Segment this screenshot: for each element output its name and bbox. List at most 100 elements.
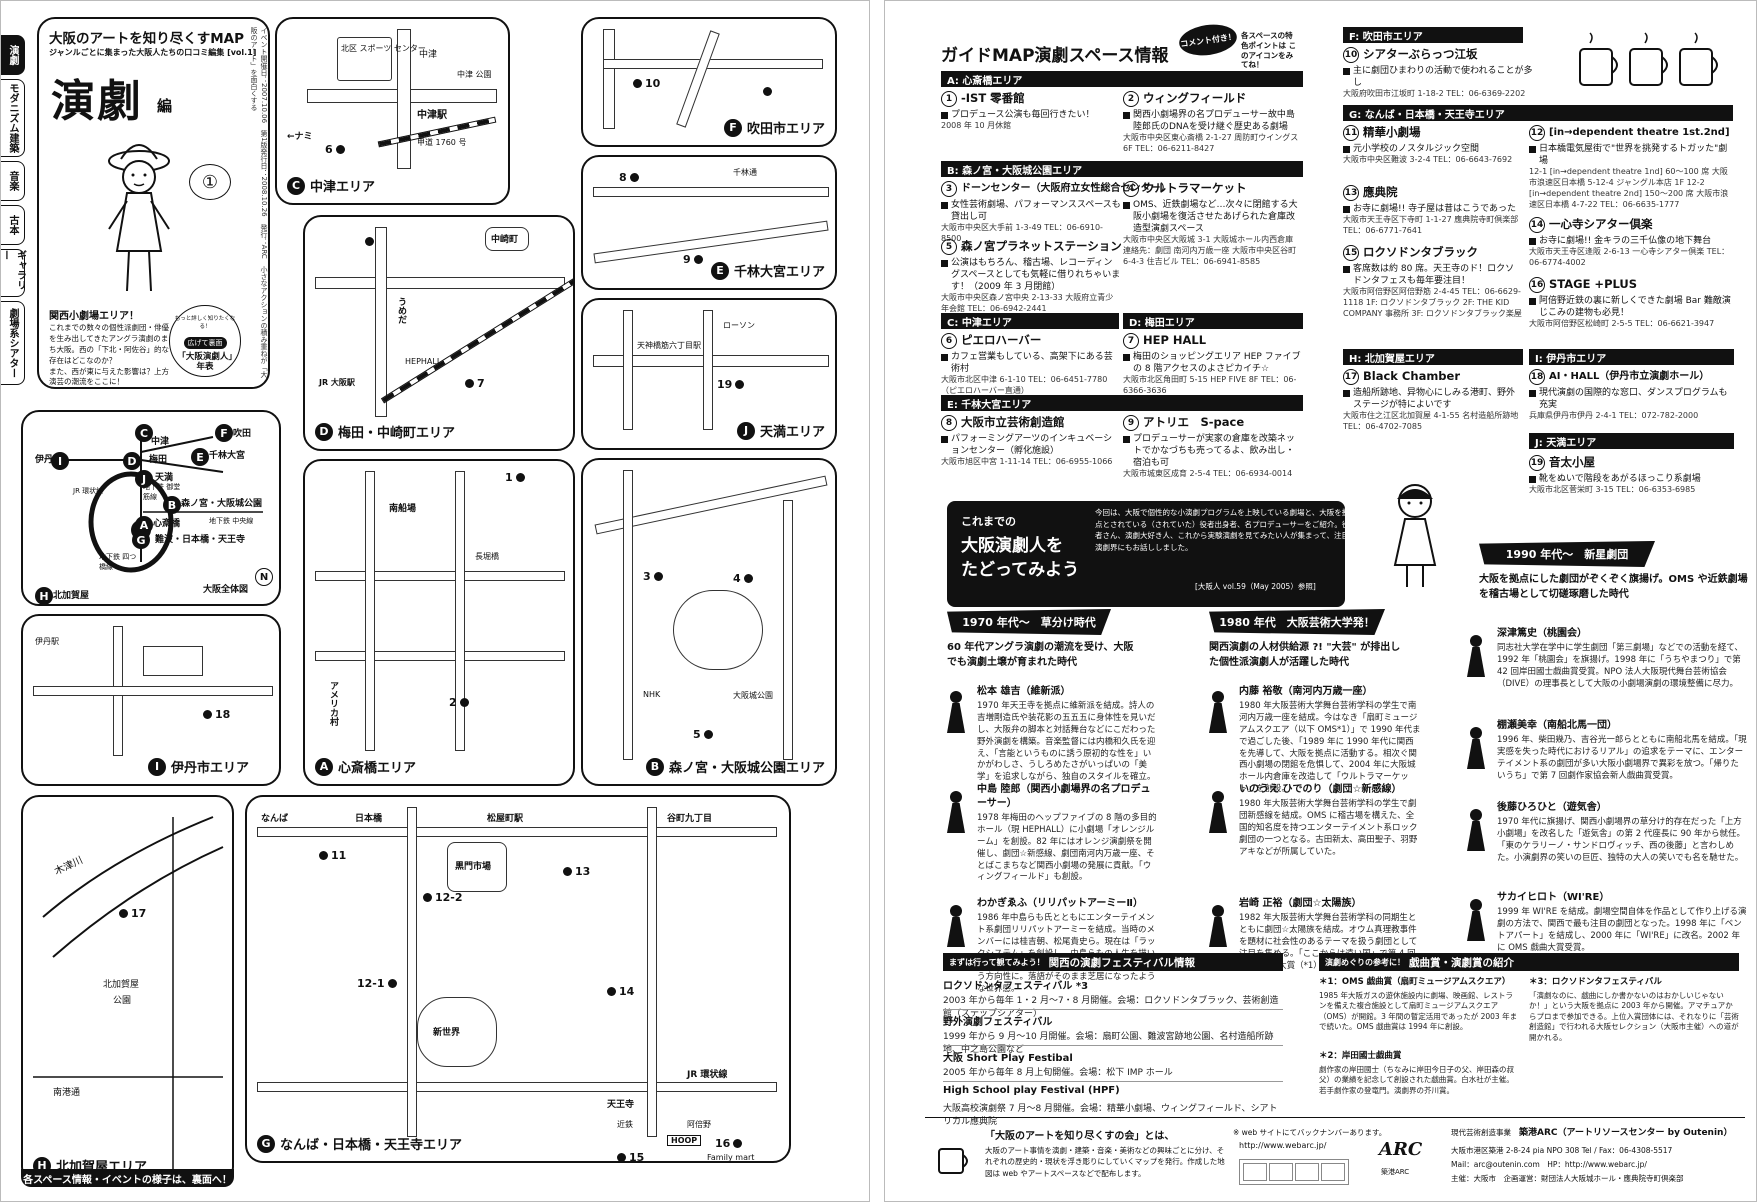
big-title: 演劇 [51, 76, 143, 127]
station-label: 地下鉄 中央線 [209, 517, 254, 525]
area-letter-h[interactable]: H [35, 587, 53, 604]
backnumber-thumbnails[interactable] [1239, 1159, 1349, 1185]
thumbnail[interactable] [1295, 1163, 1319, 1181]
map-note: 千林通 [733, 168, 757, 177]
comment-note: 各スペースの特色ポイントは このアイコンをみてね！ [1241, 31, 1297, 70]
mug-illustration [1579, 32, 1718, 86]
road [315, 277, 565, 289]
area-bar-f: F: 吹田市エリア [1343, 27, 1523, 43]
venue-marker: 15 [617, 1151, 644, 1161]
venue-marker: 18 [203, 708, 230, 721]
org-title: 「大阪のアートを知り尽くすの会」とは、 [985, 1131, 1175, 1142]
area-letter-j[interactable]: J [135, 470, 153, 488]
flip-note: 各スペース情報・イベントの様子は、裏面へ！ [21, 1169, 234, 1187]
title-box: 大阪のアートを知り尽くすMAP ジャンルごとに集まった大阪人たちの口コミ編集 [… [37, 17, 270, 389]
station-label: 伊丹市 [35, 455, 63, 465]
map-note: 北加賀屋 [103, 980, 140, 990]
road [593, 187, 829, 197]
area-bar-h: H: 北加賀屋エリア [1343, 349, 1523, 365]
thumbnail[interactable] [1269, 1163, 1293, 1181]
area-bar-e: E: 千林大宮エリア [941, 395, 1303, 411]
festival-title: High School play Festival (HPF) [943, 1085, 1120, 1096]
area-letter-a[interactable]: A [135, 516, 153, 534]
area-letter-b[interactable]: B [163, 496, 181, 514]
festival-title: 野外演劇フェスティバル [943, 1017, 1053, 1028]
venue-entry[interactable]: 12[in→dependent theatre 1st.2nd] 日本橋電気屋街… [1529, 125, 1734, 210]
map-note: 新世界 [433, 1028, 461, 1038]
road [257, 1082, 777, 1092]
area-letter-i[interactable]: I [51, 452, 69, 470]
station-label: 北加賀屋 [53, 591, 90, 601]
area-letter-f[interactable]: F [215, 424, 233, 442]
map-note: なんば [261, 814, 289, 824]
website-link[interactable]: http://www.webarc.jp/ [1239, 1141, 1327, 1150]
map-note: 天王寺 [607, 1100, 635, 1110]
area-bar-d: D: 梅田エリア [1123, 313, 1303, 329]
map-note: 大阪城公園 [733, 691, 773, 700]
tab-music[interactable]: 音楽 [1, 161, 25, 201]
footer-rule [925, 1117, 1745, 1118]
person-silhouette [1207, 691, 1229, 733]
tab-modern-architecture[interactable]: モダニズム建築 [1, 79, 25, 157]
history-text: 今回は、大阪で個性的な小演劇プログラムを上映している劇場と、大阪を拠点とされてい… [1095, 508, 1350, 552]
festival-title: ロクソドンタフェスティバル *3 [943, 981, 1089, 992]
map-note: 黒門市場 [455, 862, 492, 872]
tab-theater[interactable]: 演劇 [1, 35, 25, 75]
map-namba: なんば 日本橋 松屋町駅 谷町九丁目 黒門市場 新世界 天王寺 JR 環状線 近… [245, 795, 791, 1163]
map-note: 南港通 [53, 1088, 81, 1098]
era-bar-1990: 1990 年代〜 新星劇団 [1479, 541, 1655, 567]
thumbnail[interactable] [1243, 1163, 1267, 1181]
map-note: 公園 [113, 996, 132, 1006]
area-bar-b: B: 森ノ宮・大阪城公園エリア [941, 161, 1303, 177]
road [783, 500, 793, 760]
tab-theater-house[interactable]: 劇場系シアター [1, 301, 25, 385]
era-lead: 関西演劇の人材供給源 ?! "大芸" が排出した個性派演劇人が活躍した時代 [1209, 642, 1401, 668]
issue-info: イベント開催日：2007.10.06 第1版発行日：2008.10.26 発行：… [250, 27, 268, 378]
person-silhouette [945, 691, 967, 733]
person-entry: 松本 雄吉（維新派）1970 年天王寺を拠点に維新派を結成。詩人の吉増剛造氏や装… [977, 686, 1156, 783]
area-letter-c[interactable]: C [135, 424, 153, 442]
road [603, 29, 615, 129]
sports-center [337, 37, 392, 81]
station-label: 地下鉄 御堂筋線 [143, 483, 181, 501]
map-note: 天神橋筋六丁目駅 [637, 341, 701, 350]
area-letter-d[interactable]: D [123, 452, 141, 470]
area-letter-e[interactable]: E [191, 448, 209, 466]
venue-entry[interactable]: 1-IST 零番館 プロデュース公演も毎回行きたい！ 2008 年 10 月休館 [941, 91, 1121, 132]
tab-gallery[interactable]: ギャラリー [0, 249, 26, 297]
map-note: 近鉄 [617, 1120, 633, 1129]
map-note: JR 環状線 [687, 1070, 728, 1080]
thumbnail[interactable] [1321, 1163, 1345, 1181]
award-entry: ＊1：OMS 戯曲賞（扇町ミュージアムスクエア）1985 年大阪ガスの遊休施設内… [1319, 977, 1518, 1032]
publisher-mail[interactable]: Mail：arc@outenin.com HP：http://www.webar… [1451, 1160, 1647, 1169]
area-letter-g[interactable]: G [132, 531, 150, 549]
station-label: 心斎橋 [153, 519, 181, 529]
road [647, 807, 657, 1137]
flip-badge[interactable]: もっと詳しく知りたくなる！ 広げて裏面 「大阪演劇人」年表 [169, 305, 241, 377]
overview-caption: 大阪全体図 [203, 585, 249, 595]
tab-used-books[interactable]: 古本 [1, 205, 25, 245]
area-bar-i: I: 伊丹市エリア [1529, 349, 1734, 365]
badge-small: もっと詳しく知りたくなる！ [174, 316, 236, 330]
